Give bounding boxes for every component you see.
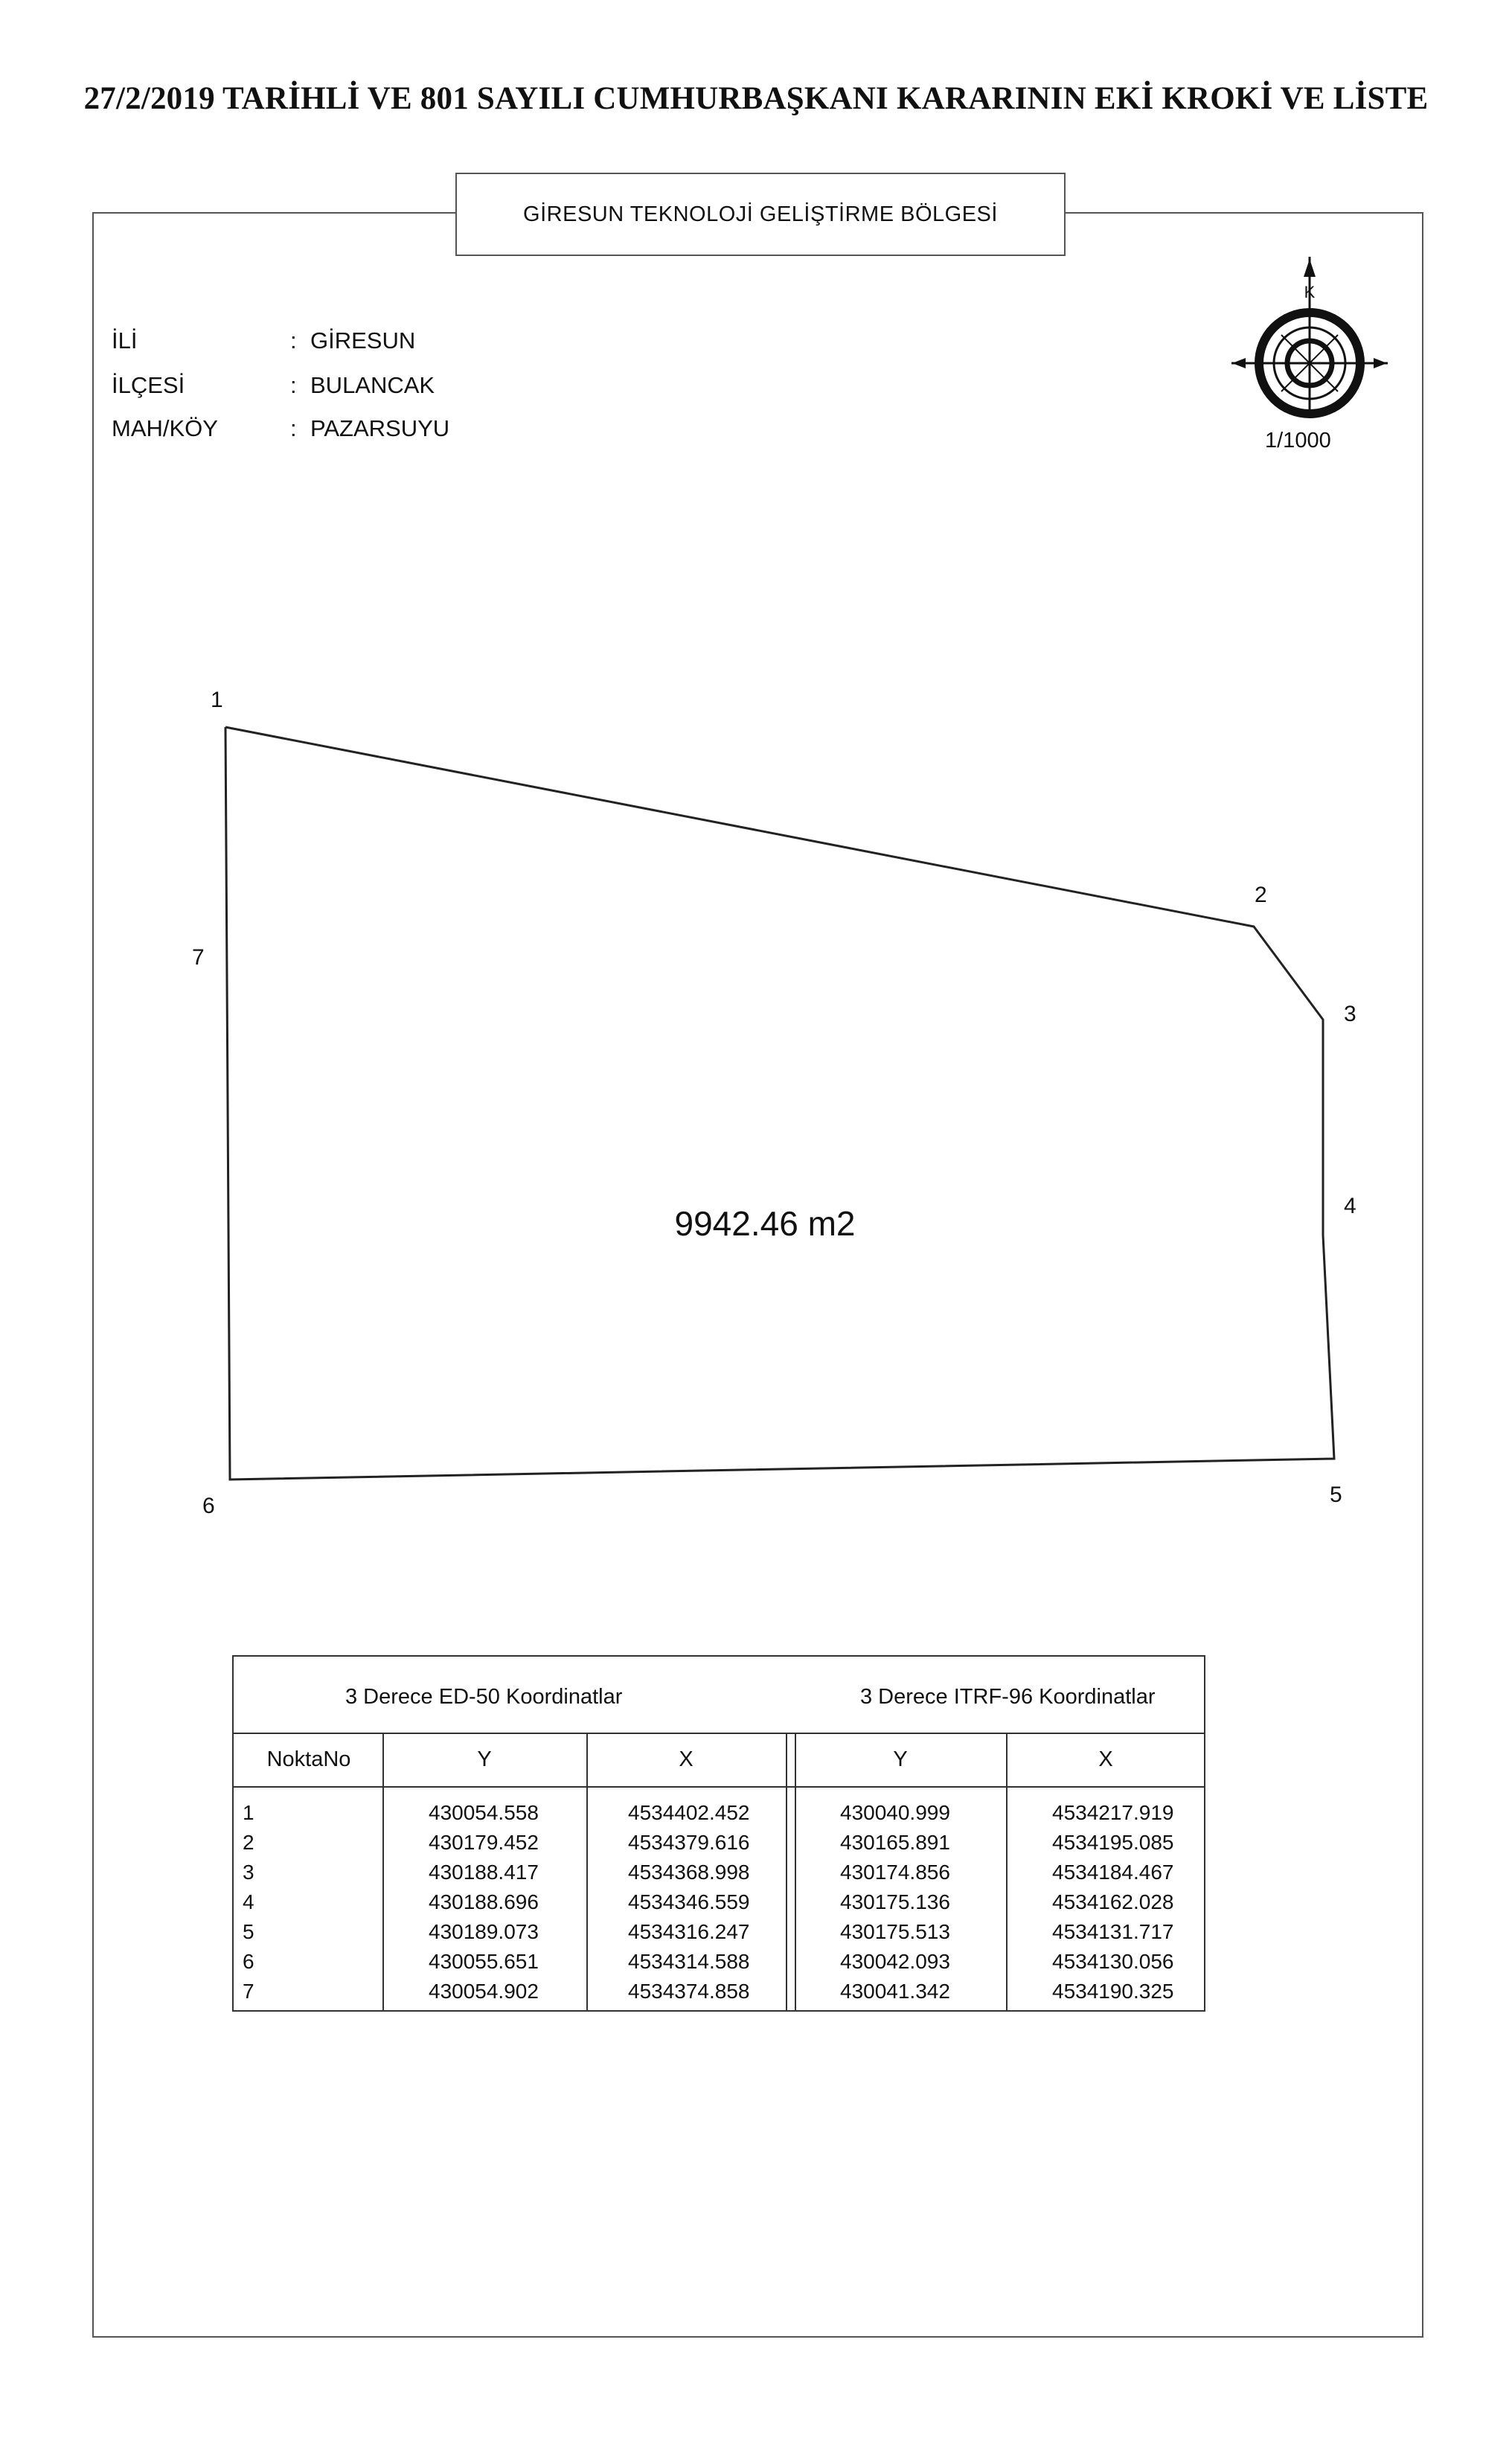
north-arrow-icon: K <box>1231 257 1388 418</box>
itrf96-y-cell: 430040.999 <box>840 1801 950 1824</box>
info-value: BULANCAK <box>310 372 435 398</box>
ed50-x-cell: 4534368.998 <box>628 1861 750 1884</box>
info-separator: : <box>290 415 297 441</box>
point-label-7: 7 <box>192 945 205 970</box>
point-label-3: 3 <box>1344 1002 1356 1026</box>
north-label: K <box>1304 283 1316 301</box>
itrf96-x-cell: 4534130.056 <box>1052 1950 1174 1973</box>
itrf96-y-cell: 430042.093 <box>840 1950 950 1973</box>
parcel-boundary <box>224 726 1336 1481</box>
ed50-x-cell: 4534402.452 <box>628 1801 750 1824</box>
table-column-rule <box>795 1733 796 2010</box>
ed50-x-cell: 4534314.588 <box>628 1950 750 1973</box>
itrf96-y-cell: 430041.342 <box>840 1980 950 2003</box>
itrf96-x-cell: 4534217.919 <box>1052 1801 1174 1824</box>
point-label-4: 4 <box>1344 1194 1356 1218</box>
itrf96-y-cell: 430175.513 <box>840 1920 950 1943</box>
itrf96-x-cell: 4534195.085 <box>1052 1831 1174 1854</box>
itrf96-y-cell: 430165.891 <box>840 1831 950 1854</box>
ed50-x-cell: 4534346.559 <box>628 1890 750 1913</box>
point-no-cell: 6 <box>243 1950 254 1973</box>
info-label: İLİ <box>112 327 138 354</box>
ed50-x-cell: 4534379.616 <box>628 1831 750 1854</box>
point-no-cell: 1 <box>243 1801 254 1824</box>
column-header-itrf96-y: Y <box>893 1747 908 1771</box>
table-rule <box>234 1786 1204 1788</box>
point-no-cell: 3 <box>243 1861 254 1884</box>
itrf96-x-cell: 4534131.717 <box>1052 1920 1174 1943</box>
table-column-rule <box>1006 1733 1008 2010</box>
point-label-6: 6 <box>202 1494 215 1518</box>
column-header-point-no: NoktaNo <box>266 1747 351 1771</box>
sheet-title-box: GİRESUN TEKNOLOJİ GELİŞTİRME BÖLGESİ <box>455 173 1066 256</box>
point-label-5: 5 <box>1330 1483 1342 1507</box>
parcel-area: 9942.46 m2 <box>675 1204 856 1243</box>
table-column-rule <box>382 1733 384 2010</box>
point-label-1: 1 <box>211 688 223 712</box>
column-header-ed50-x: X <box>679 1747 693 1771</box>
info-separator: : <box>290 327 297 354</box>
itrf96-y-cell: 430175.136 <box>840 1890 950 1913</box>
column-header-itrf96-x: X <box>1098 1747 1113 1771</box>
info-value: PAZARSUYU <box>310 415 450 441</box>
itrf96-y-cell: 430174.856 <box>840 1861 950 1884</box>
itrf96-x-cell: 4534162.028 <box>1052 1890 1174 1913</box>
point-label-2: 2 <box>1255 883 1267 907</box>
ed50-y-cell: 430054.558 <box>429 1801 539 1824</box>
ed50-system-label: 3 Derece ED-50 Koordinatlar <box>345 1685 623 1709</box>
ed50-y-cell: 430055.651 <box>429 1950 539 1973</box>
table-column-rule <box>786 1733 787 2010</box>
info-label: MAH/KÖY <box>112 415 218 441</box>
scale-label: 1/1000 <box>1265 429 1331 452</box>
info-value: GİRESUN <box>310 327 416 354</box>
column-header-ed50-y: Y <box>477 1747 492 1771</box>
point-no-cell: 5 <box>243 1920 254 1943</box>
ed50-y-cell: 430054.902 <box>429 1980 539 2003</box>
table-rule <box>234 1733 1204 1734</box>
info-separator: : <box>290 372 297 398</box>
point-no-cell: 7 <box>243 1980 254 2003</box>
itrf96-system-label: 3 Derece ITRF-96 Koordinatlar <box>860 1685 1156 1709</box>
point-no-cell: 2 <box>243 1831 254 1854</box>
itrf96-x-cell: 4534190.325 <box>1052 1980 1174 2003</box>
ed50-y-cell: 430189.073 <box>429 1920 539 1943</box>
ed50-x-cell: 4534316.247 <box>628 1920 750 1943</box>
ed50-x-cell: 4534374.858 <box>628 1980 750 2003</box>
coordinate-table: 3 Derece ED-50 Koordinatlar 3 Derece ITR… <box>232 1655 1205 2012</box>
ed50-y-cell: 430188.417 <box>429 1861 539 1884</box>
itrf96-x-cell: 4534184.467 <box>1052 1861 1174 1884</box>
point-no-cell: 4 <box>243 1890 254 1913</box>
table-column-rule <box>586 1733 588 2010</box>
ed50-y-cell: 430179.452 <box>429 1831 539 1854</box>
sheet-title: GİRESUN TEKNOLOJİ GELİŞTİRME BÖLGESİ <box>523 202 998 226</box>
info-label: İLÇESİ <box>112 372 185 398</box>
document-title: 27/2/2019 TARİHLİ VE 801 SAYILI CUMHURBA… <box>83 81 1429 116</box>
ed50-y-cell: 430188.696 <box>429 1890 539 1913</box>
